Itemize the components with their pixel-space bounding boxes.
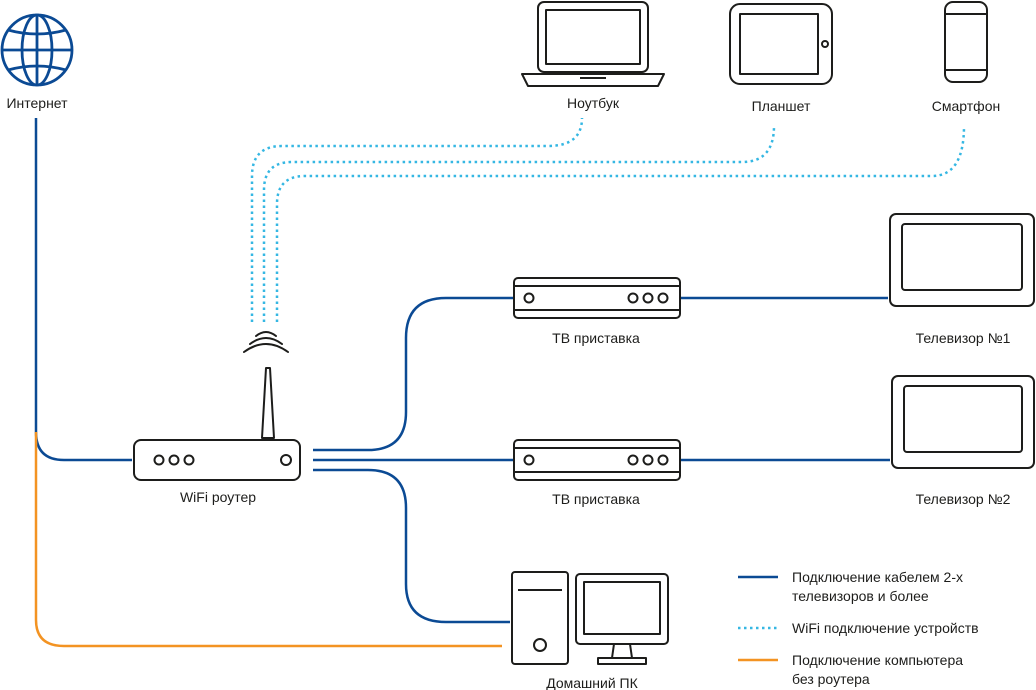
tv-box-2-label: ТВ приставка — [552, 491, 640, 507]
router-label: WiFi роутер — [180, 489, 256, 505]
internet-router-cable — [34, 118, 132, 462]
legend-cable-text-2: телевизоров и более — [792, 588, 929, 604]
connection-lines — [34, 117, 966, 648]
router-pc-cable — [313, 468, 510, 624]
internet-pc-direct-cable — [34, 432, 502, 648]
set-top-box-icon-2 — [513, 439, 681, 481]
wifi-laptop-link — [250, 117, 584, 322]
laptop-label: Ноутбук — [567, 95, 620, 111]
globe-icon — [0, 13, 74, 87]
tv-icon-1 — [889, 213, 1035, 307]
tv-2-label: Телевизор №2 — [916, 491, 1011, 507]
smartphone-label: Смартфон — [932, 98, 1000, 114]
legend-direct-text-1: Подключение компьютера — [792, 652, 963, 668]
internet-label: Интернет — [6, 95, 68, 111]
legend: Подключение кабелем 2-х телевизоров и бо… — [738, 569, 979, 687]
legend-direct-text-2: без роутера — [792, 671, 870, 687]
wifi-signal-icon — [243, 331, 289, 353]
smartphone-icon — [944, 1, 988, 83]
legend-wifi-text: WiFi подключение устройств — [792, 620, 979, 636]
router-tvbox1-cable — [313, 296, 514, 452]
wifi-tablet-link — [262, 125, 776, 322]
legend-cable-text-1: Подключение кабелем 2-х — [792, 569, 963, 585]
desktop-pc-icon — [511, 571, 669, 665]
tv-box-1-label: ТВ приставка — [552, 330, 640, 346]
tablet-label: Планшет — [752, 98, 811, 114]
tv-1-label: Телевизор №1 — [916, 330, 1011, 346]
tv-icon-2 — [891, 375, 1035, 469]
laptop-icon — [521, 1, 665, 87]
set-top-box-icon-1 — [513, 277, 681, 319]
router-icon — [133, 367, 301, 481]
pc-label: Домашний ПК — [546, 675, 638, 690]
tablet-icon — [729, 3, 833, 85]
